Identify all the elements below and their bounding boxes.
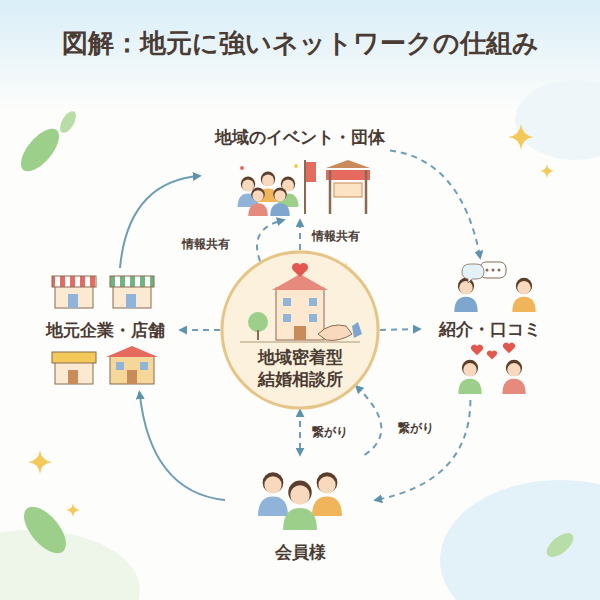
flow-arrow <box>120 176 200 268</box>
flow-arrow <box>299 410 301 455</box>
node-label: 地域密着型 結婚相談所 <box>252 346 348 390</box>
local-business: 地元企業・店舗 <box>30 268 180 392</box>
diagram-title: 図解：地元に強いネットワークの仕組み <box>0 26 600 61</box>
node-label: 会員様 <box>275 541 326 563</box>
edge-label: 情報共有 <box>309 228 363 245</box>
event-group: 地域のイベント・団体 <box>200 126 400 220</box>
flow-arrow <box>180 329 220 331</box>
node-label: 紹介・口コミ <box>439 318 541 340</box>
agency-circle: 地域密着型 結婚相談所 <box>220 250 380 410</box>
edge-label: 繋がり <box>395 420 437 437</box>
flow-arrow <box>356 386 381 455</box>
edge-label: 繋がり <box>309 424 351 441</box>
flow-arrow <box>299 220 301 250</box>
members: 会員様 <box>225 455 375 565</box>
flow-arrow <box>375 400 470 500</box>
node-label: 地域のイベント・団体 <box>215 126 385 148</box>
edge-label: 情報共有 <box>179 236 233 253</box>
flow-arrow <box>380 329 420 330</box>
node-label: 地元企業・店舗 <box>46 319 165 341</box>
flow-arrow <box>140 392 226 500</box>
referral: 紹介・口コミ <box>420 258 560 400</box>
flow-arrow <box>390 150 480 258</box>
